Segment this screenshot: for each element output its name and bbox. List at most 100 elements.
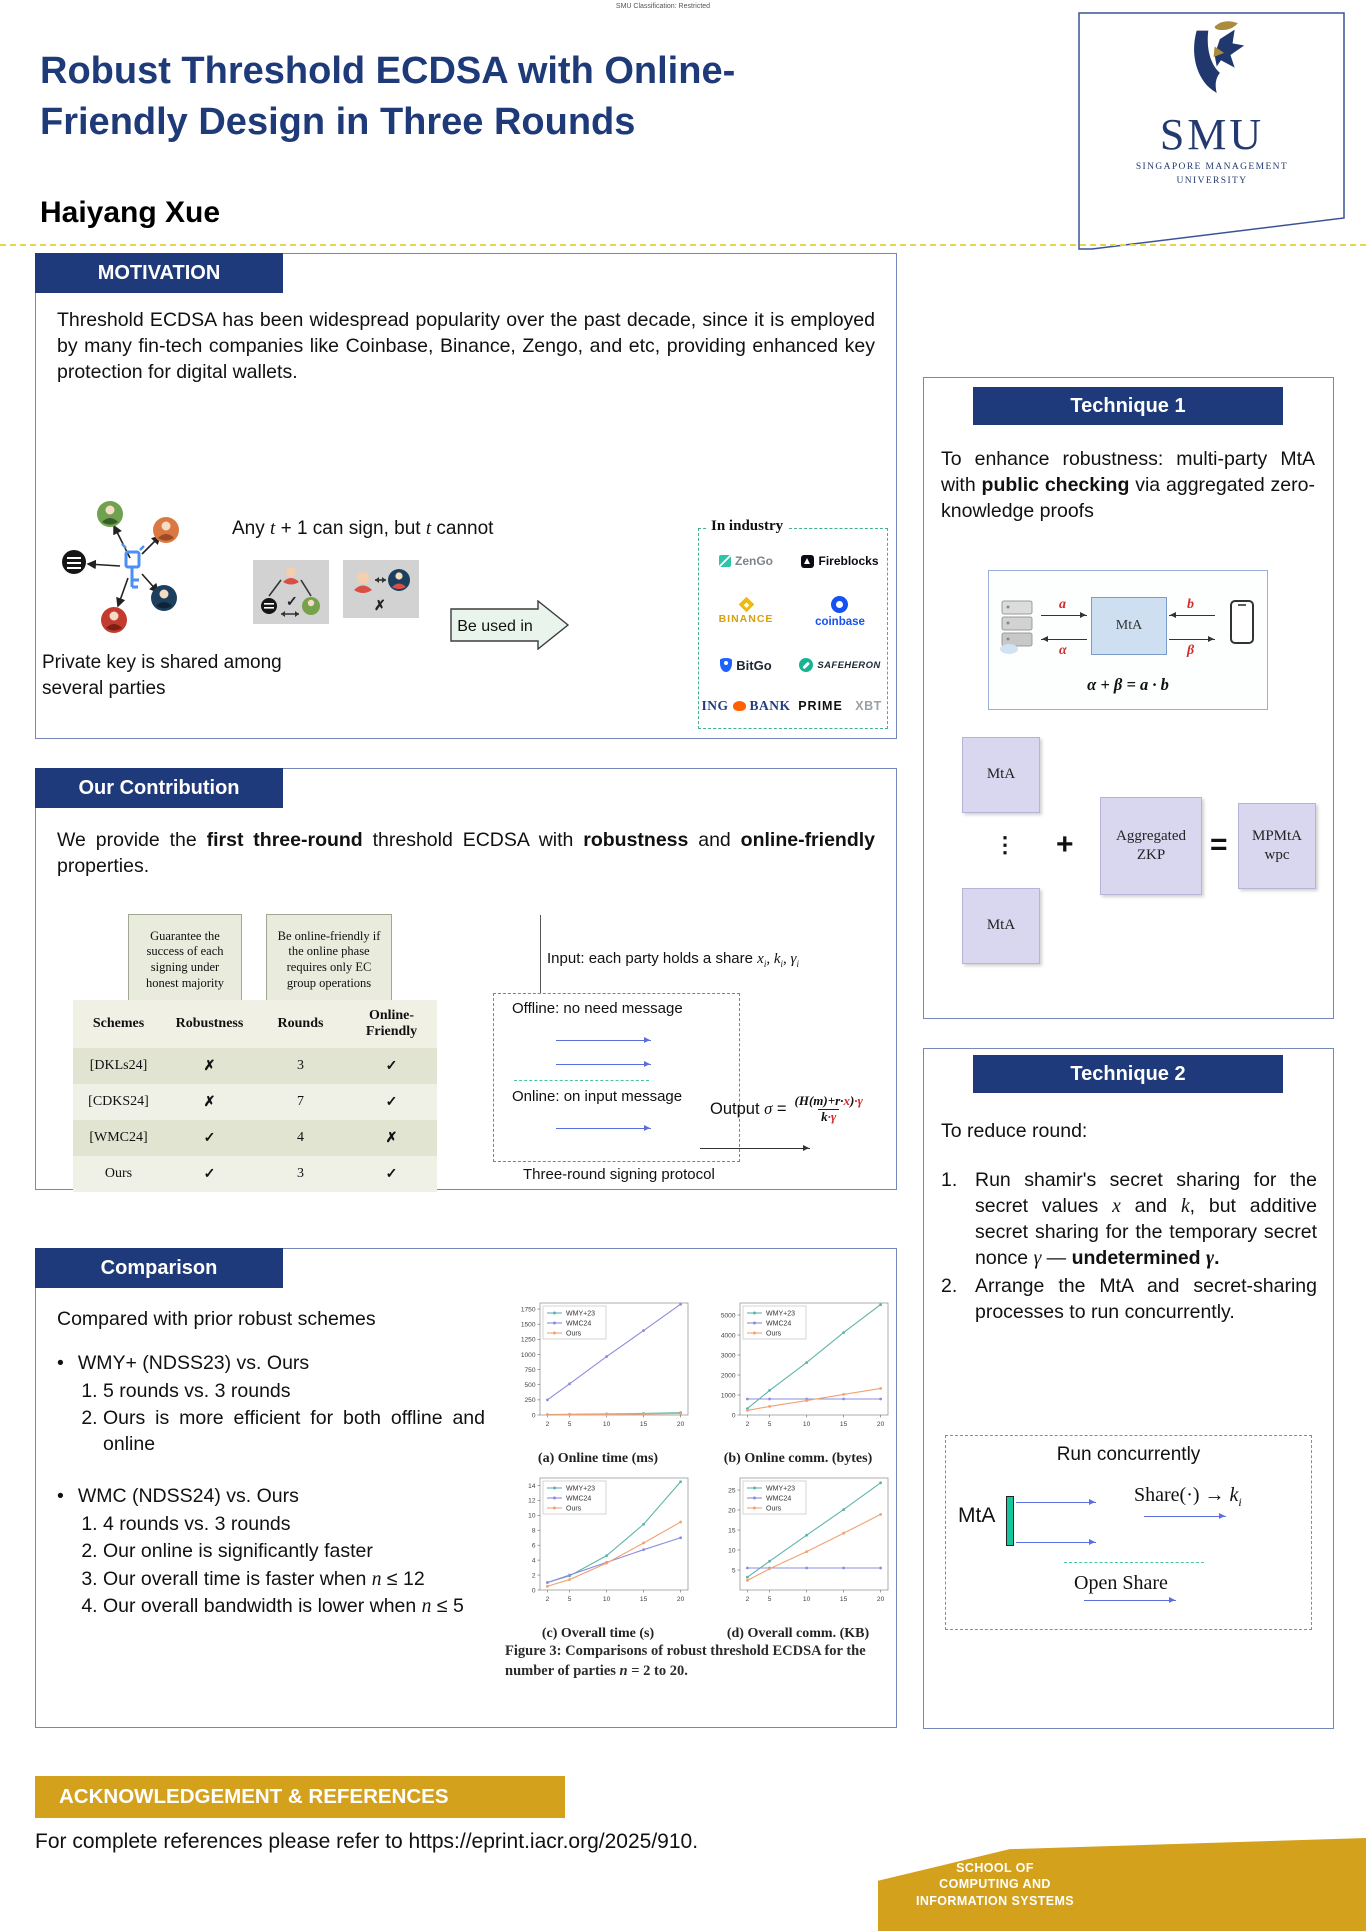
key-icon — [121, 543, 145, 589]
bullet-icon: • — [57, 1352, 64, 1374]
smu-university-line2: UNIVERSITY — [1176, 176, 1248, 187]
mta-arrow-2 — [1016, 1539, 1096, 1545]
mta-diagram: MtA a α b β α + β = a · b — [988, 570, 1268, 710]
mta-arrow-1 — [1016, 1499, 1096, 1505]
label-b: b — [1187, 597, 1194, 612]
logo-coinbase: coinbase — [815, 596, 865, 628]
logo-text: BitGo — [736, 657, 772, 673]
motivation-paragraph: Threshold ECDSA has been widespread popu… — [57, 309, 875, 383]
technique2-panel — [923, 1048, 1334, 1729]
svg-text:1750: 1750 — [521, 1306, 536, 1313]
bitgo-icon — [720, 658, 733, 672]
yellow-divider — [0, 244, 1366, 246]
svg-text:15: 15 — [840, 1596, 848, 1603]
ing-icon — [732, 701, 746, 711]
table-cell: ✓ — [346, 1084, 437, 1120]
svg-text:5000: 5000 — [721, 1312, 736, 1319]
avatar-red — [101, 607, 127, 633]
svg-text:1000: 1000 — [521, 1352, 536, 1359]
smu-lion-icon — [1193, 21, 1244, 93]
logo-bitgo: BitGo — [720, 657, 772, 673]
list-item: 5 rounds vs. 3 rounds — [103, 1379, 485, 1404]
safeheron-icon — [799, 658, 814, 672]
item-text: Run shamir's secret sharing for the secr… — [975, 1169, 1318, 1269]
technique2-item: 1.Run shamir's secret sharing for the se… — [941, 1168, 1317, 1272]
technique2-intro: To reduce round: — [941, 1120, 1088, 1142]
smu-logo-frame — [1078, 12, 1345, 250]
server-icon — [1000, 600, 1033, 654]
svg-text:12: 12 — [528, 1498, 536, 1505]
table-row: [CDKS24]✗7✓ — [73, 1084, 437, 1120]
svg-text:20: 20 — [877, 1596, 885, 1603]
svg-text:10: 10 — [803, 1421, 811, 1428]
school-line: COMPUTING AND — [939, 1877, 1051, 1892]
poster-title: Robust Threshold ECDSA with Online-Frien… — [40, 50, 736, 144]
mta-box-top: MtA — [962, 737, 1040, 813]
table-row: [WMC24]✓4✗ — [73, 1120, 437, 1156]
svg-text:25: 25 — [728, 1487, 736, 1494]
svg-text:0: 0 — [732, 1412, 736, 1419]
table-cell: ✓ — [346, 1156, 437, 1192]
be-used-in-arrow: Be used in — [450, 600, 570, 650]
acknowledgement-text: For complete references please refer to … — [35, 1830, 699, 1853]
acknowledgement-heading: ACKNOWLEDGEMENT & REFERENCES — [35, 1776, 565, 1818]
run-concurrently-box: Run concurrently MtA Share(·) → ki Open … — [945, 1435, 1312, 1630]
svg-text:WMY+23: WMY+23 — [766, 1310, 795, 1317]
label-alpha: α — [1059, 643, 1067, 658]
offline-arrow-2 — [556, 1061, 651, 1067]
svg-text:20: 20 — [677, 1596, 685, 1603]
contribution-heading: Our Contribution — [35, 768, 283, 808]
svg-text:15: 15 — [640, 1596, 648, 1603]
adversary-blob — [62, 550, 86, 574]
school-line: SCHOOL OF — [956, 1861, 1034, 1875]
table-row: Ours✓3✓ — [73, 1156, 437, 1192]
table-cell: 7 — [255, 1084, 346, 1120]
table-cell: [CDKS24] — [73, 1084, 164, 1120]
binance-icon — [738, 596, 754, 613]
chart-caption: (a) Online time (ms) — [537, 1451, 659, 1466]
fireblocks-icon — [801, 554, 815, 568]
arrow-a — [1041, 612, 1087, 618]
column-header: Rounds — [255, 1000, 346, 1048]
svg-text:15: 15 — [728, 1527, 736, 1534]
logo-text — [847, 697, 851, 715]
avatar-navy — [151, 585, 177, 611]
protocol-output: Output σ = (H(m)+r·x)·γ k·γ — [710, 1093, 866, 1125]
svg-text:WMY+23: WMY+23 — [566, 1310, 595, 1317]
table-row: [DKLs24]✗3✓ — [73, 1048, 437, 1084]
smu-acronym: SMU — [1159, 110, 1265, 159]
bullet-icon: • — [57, 1485, 64, 1508]
logo-text: coinbase — [815, 616, 865, 628]
chart-caption: (b) Online comm. (bytes) — [723, 1451, 873, 1466]
table-cell: ✗ — [164, 1048, 255, 1084]
svg-text:20: 20 — [728, 1507, 736, 1514]
protocol-connector-line — [540, 915, 541, 993]
vertical-dots: ⋮ — [994, 832, 1016, 857]
arrow-b — [1169, 615, 1215, 616]
table-cell: ✓ — [346, 1048, 437, 1084]
column-header: Schemes — [73, 1000, 164, 1048]
item-number: 2. — [941, 1274, 958, 1297]
signing-fail-illustration: ✗ — [343, 560, 419, 618]
svg-text:WMC24: WMC24 — [766, 1495, 791, 1502]
online-label: Online: on input message — [512, 1088, 683, 1105]
aggregated-zkp-box: Aggregated ZKP — [1100, 797, 1202, 895]
logo-text: Fireblocks — [818, 554, 879, 568]
share-arrow — [1144, 1513, 1226, 1519]
column-header: Robustness — [164, 1000, 255, 1048]
svg-text:3000: 3000 — [721, 1352, 736, 1359]
logo-text: XBT — [855, 699, 882, 713]
smu-university-line1: SINGAPORE MANAGEMENT — [1135, 162, 1289, 172]
technique2-list: 1.Run shamir's secret sharing for the se… — [941, 1168, 1317, 1328]
share-line: Share(·) → ki — [1134, 1484, 1242, 1509]
cross-icon: ✗ — [374, 597, 386, 613]
svg-text:8: 8 — [532, 1528, 536, 1535]
comparison-bullet: •WMY+ (NDSS23) vs. Ours5 rounds vs. 3 ro… — [57, 1352, 485, 1457]
